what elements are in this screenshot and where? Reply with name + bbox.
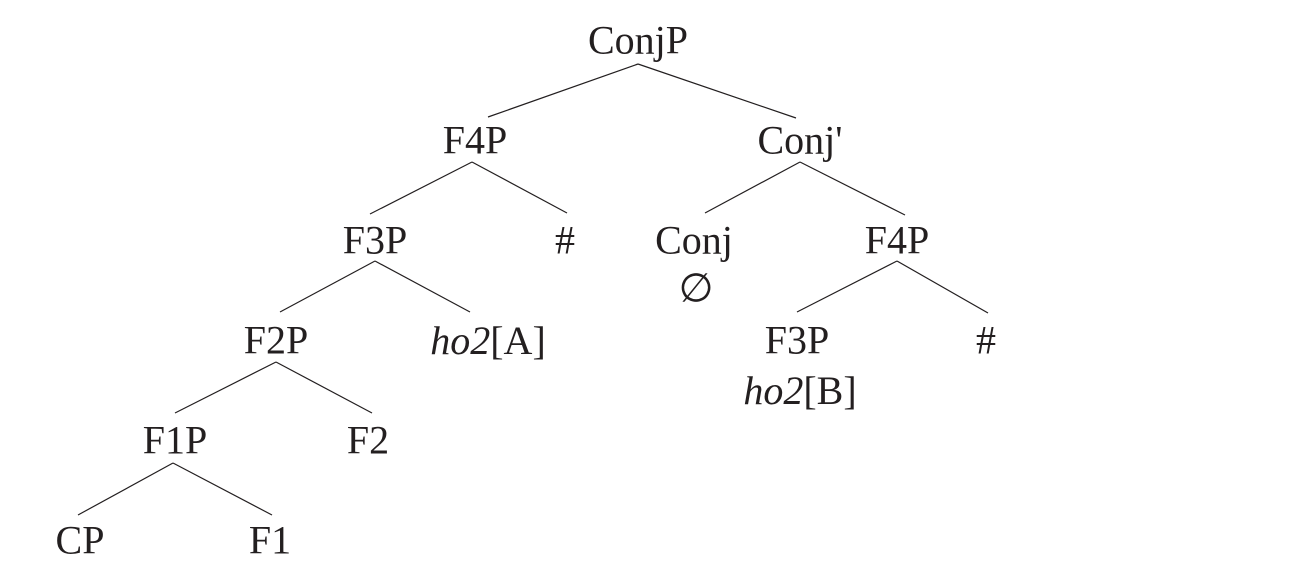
node-f2p: F2P [244,318,309,363]
node-f3p-left: F3P [343,218,408,263]
node-ho2-b: ho2[B] [743,368,856,413]
ho2-a-tag: [A] [490,318,546,363]
node-f2: F2 [347,418,389,463]
edge-f1p-cp [77,462,174,516]
edge-conjp-conjbar [637,63,797,119]
node-f4p-left: F4P [443,118,508,163]
edge-conjbar-f4p [799,161,906,216]
ho2-b-tag: [B] [803,368,856,413]
edge-f2p-f2 [275,361,373,414]
edge-conjp-f4p [487,63,639,118]
node-f3p-right: F3P [765,318,830,363]
node-conj-bar: Conj' [758,118,843,163]
node-empty-set: ∅ [679,266,714,311]
node-hash-right: # [976,318,996,363]
edge-f4p-f3p-right [796,260,898,313]
edge-f3p-f2p [279,260,376,313]
edge-f4p-hash-right [896,260,989,314]
edge-f3p-ho2a [374,260,471,313]
ho2-a-word: ho2 [430,318,490,363]
node-f1p: F1P [143,418,208,463]
edge-f4p-f3p [369,161,473,215]
node-ho2-a: ho2[A] [430,318,546,363]
edge-f4p-hash [471,161,568,214]
node-conj: Conj [655,218,733,263]
edge-conjbar-conj [704,161,801,214]
edge-f2p-f1p [174,361,277,414]
node-f4p-right: F4P [865,218,930,263]
node-hash-left: # [555,218,575,263]
edge-f1p-f1 [172,462,273,516]
node-conjp: ConjP [588,18,688,63]
node-cp: CP [56,518,105,563]
ho2-b-word: ho2 [743,368,803,413]
node-f1: F1 [249,518,291,563]
